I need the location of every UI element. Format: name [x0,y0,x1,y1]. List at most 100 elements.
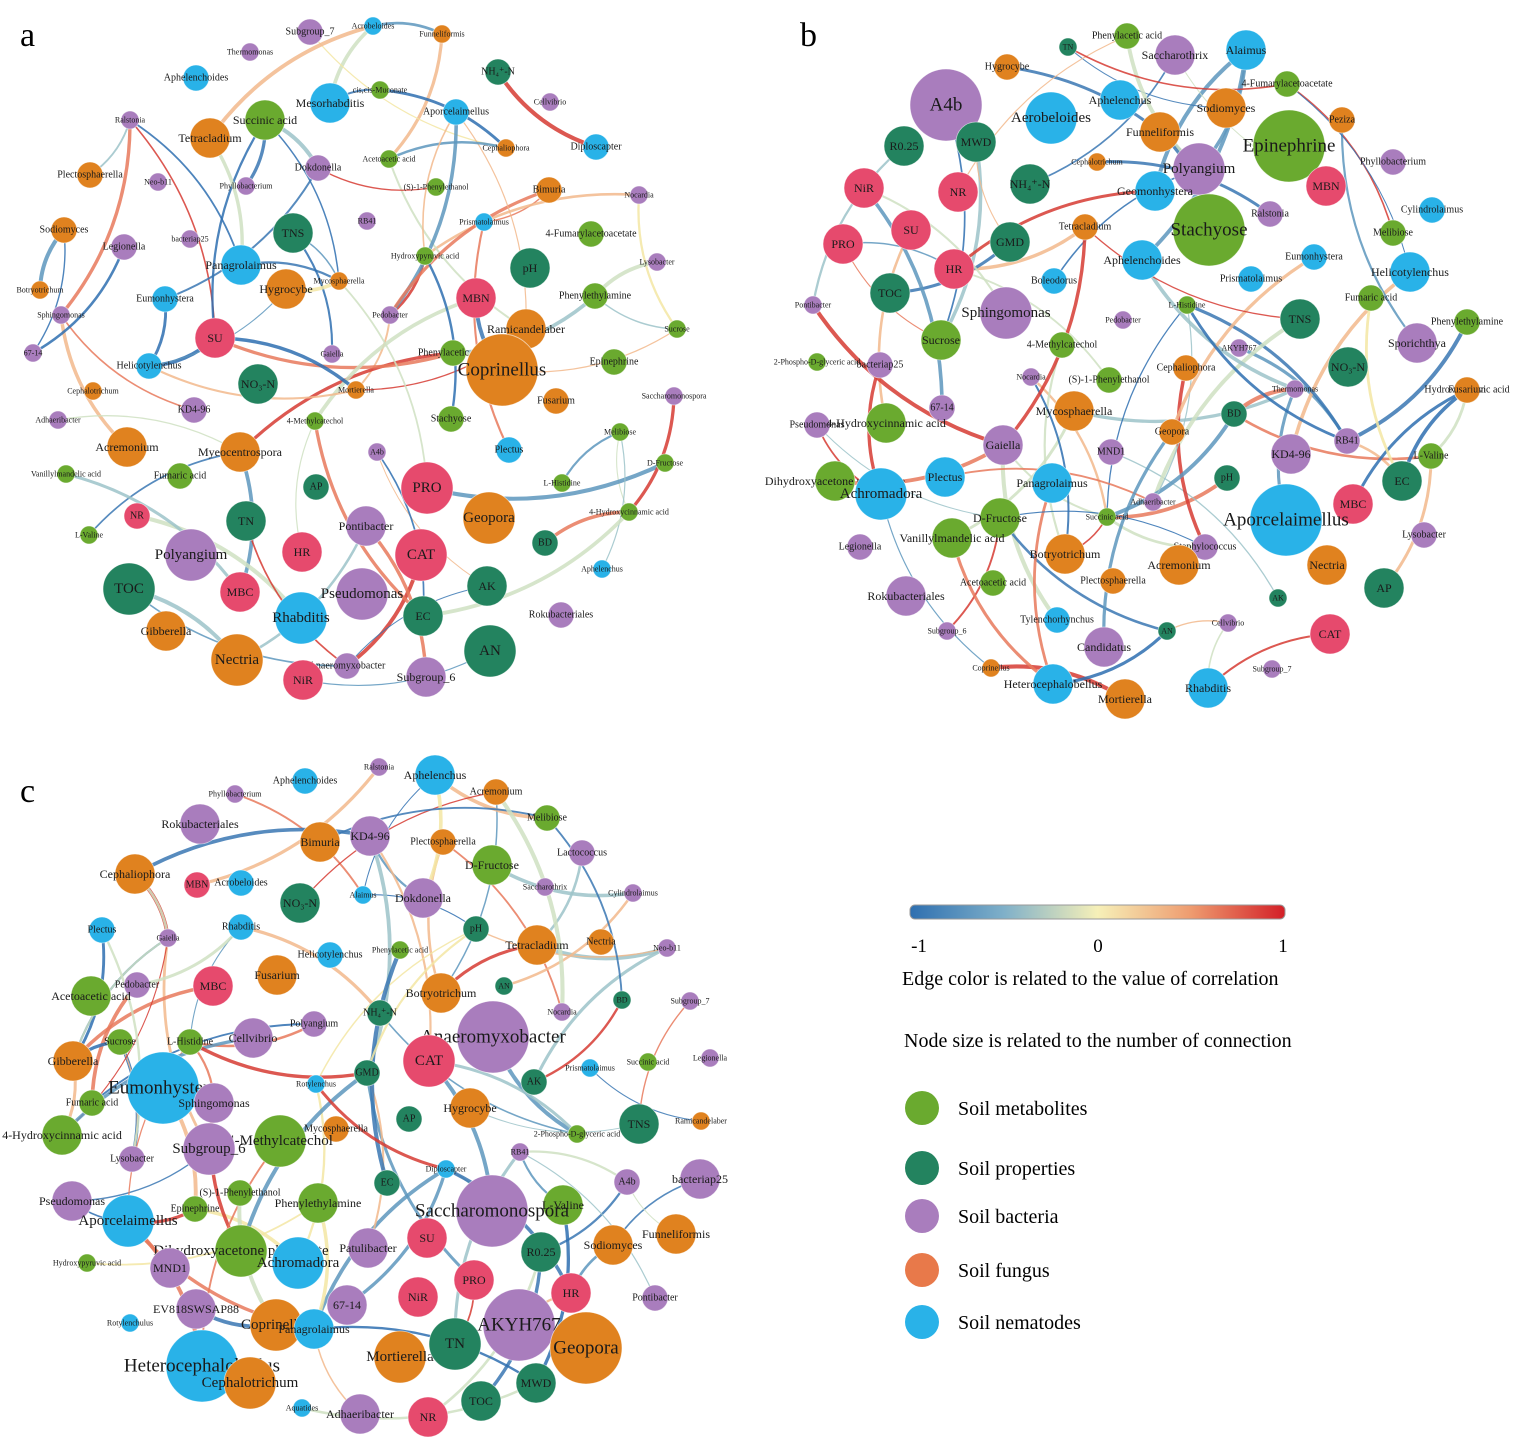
network-node [1306,544,1348,586]
node-label: (S)-1-Phenylethanol [1068,375,1149,386]
network-node [516,924,558,966]
node-label: NO₃-N [283,896,318,910]
network-node [955,121,997,163]
correlation-edge [313,296,477,423]
network-node [613,1168,641,1196]
node-label: Hydroxypyruvic acid [391,252,459,261]
correlation-edge [811,303,1004,447]
node-label: Mortierella [1098,692,1153,706]
node-label: Saccharothrix [1142,48,1209,62]
node-label: Ramicandelaber [675,1117,727,1126]
network-node [106,1028,134,1056]
node-label: Mycosphaerella [304,1124,368,1135]
node-label: MBC [200,979,227,993]
network-node [664,386,684,406]
network-node [866,351,894,379]
network-node [302,473,330,501]
node-label: Geopora [553,1338,619,1359]
network-node [600,348,628,376]
node-label: Phyllobacterium [1360,157,1426,168]
legend: -1 0 1 Edge color is related to the valu… [902,904,1292,1339]
correlation-edge [129,119,242,266]
node-label: AN [1161,627,1173,636]
node-label: 4-Hydroxycinnamic acid [2,1128,122,1142]
correlation-edge [365,928,477,1074]
node-label: Aquatides [286,1404,318,1413]
node-label: Legionella [693,1054,728,1063]
network-node [194,317,236,359]
node-label: TNS [628,1117,651,1131]
node-label: Mortierella [338,386,374,395]
correlation-edge [136,926,243,987]
network-node [76,161,104,189]
correlation-edge [543,510,630,545]
network-node [397,1276,439,1318]
correlation-edge [196,766,381,887]
node-label: Funneliformis [419,30,464,39]
network-node [854,467,908,521]
node-label: Rotylenchulus [107,1319,153,1328]
node-label: Plectosphaerella [410,837,476,848]
network-node [279,882,321,924]
legend-swatch [905,1199,939,1233]
node-label: NH₄⁺-N [481,67,515,78]
network-node [580,1058,600,1078]
network-node [293,1308,335,1350]
legend-swatch [905,1151,939,1185]
node-label: RB41 [511,1148,530,1157]
node-label: Sucrose [922,333,960,347]
node-label: 4-Methylcatechol [1027,340,1098,351]
network-node [102,562,156,616]
node-label: Boleodorus [1031,276,1077,287]
network-node [291,767,319,795]
legend-label: Soil metabolites [958,1098,1088,1120]
node-label: Sucrose [664,325,690,334]
node-label: BD [538,538,552,549]
node-label: GMD [996,235,1024,249]
network-node [50,216,78,244]
network-node [329,271,349,291]
node-label: Pontibacter [632,1293,678,1304]
correlation-colorbar [909,904,1286,920]
network-node [210,633,264,687]
network-node [909,68,983,142]
node-label: Botryotrichum [406,986,477,1000]
node-label: 4-Fumarylacetoacetate [545,229,637,240]
node-label: MND1 [1097,447,1125,458]
network-node [1256,200,1284,228]
network-node [1040,267,1068,295]
network-node [182,1122,236,1176]
correlation-edge [388,158,527,330]
node-label: Gaiella [156,934,180,943]
network-node [679,1158,721,1200]
node-label: Nectria [215,652,259,668]
node-label: Nocardia [1016,373,1046,382]
node-label: Aporcelaimellus [423,107,489,118]
network-node [1379,148,1407,176]
node-label: Phenylacetic acid [372,946,428,955]
network-node [322,1115,350,1143]
network-node [822,223,864,265]
node-label: Stachyose [1170,220,1247,241]
node-label: NR [130,511,144,522]
node-label: Helicotylenchus [298,950,363,961]
network-node [1104,678,1146,720]
node-label: TN [445,1336,465,1352]
node-label: Nectria [1309,558,1345,572]
correlation-edge [469,1107,640,1133]
correlation-edge [532,946,668,1083]
node-label: NiR [408,1290,428,1304]
node-label: BD [616,996,627,1005]
node-label: Ralstonia [115,116,146,125]
node-label: PRO [462,1273,486,1287]
correlation-edge [546,817,623,1001]
correlation-edge [319,806,548,843]
correlation-edge [811,145,905,306]
network-node [463,624,517,678]
network-node [533,804,561,832]
node-label: Phenylacetic acid [1092,31,1162,42]
correlation-edge [369,835,432,1062]
correlation-edge [60,314,195,411]
node-label: Fusarium [1448,385,1486,396]
network-node [1205,87,1247,129]
